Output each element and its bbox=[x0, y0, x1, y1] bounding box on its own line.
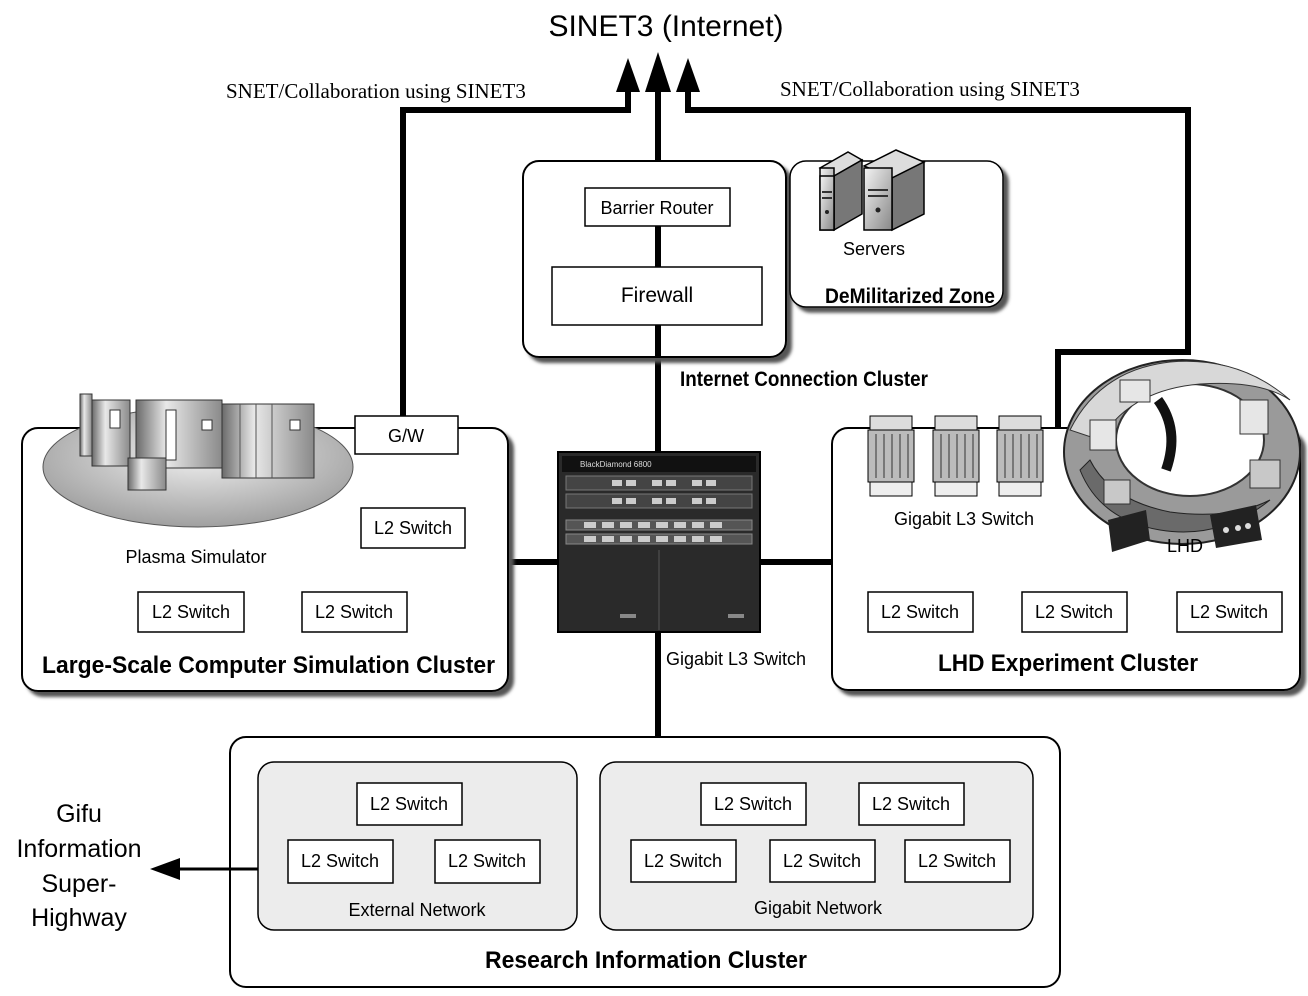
barrier-router-label: Barrier Router bbox=[600, 198, 713, 218]
l2-switch-box bbox=[301, 591, 408, 633]
uplink-left-label: SNET/Collaboration using SINET3 bbox=[226, 79, 526, 103]
servers-label: Servers bbox=[843, 239, 905, 259]
lhd-device-icon bbox=[1063, 359, 1301, 552]
plasma-simulator-label: Plasma Simulator bbox=[125, 547, 266, 567]
l2-switch-label: L2 Switch bbox=[918, 851, 996, 871]
l3-switch-icon bbox=[932, 415, 980, 497]
l2-switch-label: L2 Switch bbox=[1190, 602, 1268, 622]
l2-switch-box bbox=[137, 591, 245, 633]
l2-switch-label: L2 Switch bbox=[644, 851, 722, 871]
core-switch-label: Gigabit L3 Switch bbox=[666, 649, 806, 669]
gifu-line-2: Information bbox=[16, 835, 141, 863]
external-network-box bbox=[257, 761, 578, 931]
l2-switch-label: L2 Switch bbox=[374, 518, 452, 538]
l2-switch-box bbox=[1021, 591, 1128, 633]
firewall-box bbox=[551, 266, 763, 326]
gifu-line-4: Highway bbox=[31, 904, 127, 932]
l2-switch-box bbox=[360, 507, 466, 549]
core-switch-chassis: BlackDiamond 6800 bbox=[557, 451, 761, 633]
l2-switch-box bbox=[867, 591, 974, 633]
l2-switch-label: L2 Switch bbox=[315, 602, 393, 622]
l2-switch-label: L2 Switch bbox=[881, 602, 959, 622]
l2-switch-label: L2 Switch bbox=[301, 851, 379, 871]
lhd-l3-switch-label: Gigabit L3 Switch bbox=[894, 509, 1034, 529]
diagram-title: SINET3 (Internet) bbox=[548, 10, 783, 43]
arrow-up-icon bbox=[645, 52, 671, 92]
l2-switch-box bbox=[769, 839, 876, 883]
l2-switch-box bbox=[287, 839, 394, 884]
servers-icon bbox=[818, 149, 926, 232]
gigabit-network-label: Gigabit Network bbox=[754, 898, 883, 918]
uplink-right-path bbox=[685, 82, 1191, 428]
uplink-right-label: SNET/Collaboration using SINET3 bbox=[780, 77, 1080, 101]
l2-switch-label: L2 Switch bbox=[448, 851, 526, 871]
l2-switch-box bbox=[434, 839, 541, 884]
arrow-left-icon bbox=[150, 858, 180, 880]
l2-switch-box bbox=[356, 782, 463, 826]
uplink-left-path bbox=[400, 82, 631, 420]
gifu-line-1: Gifu bbox=[56, 800, 102, 828]
l3-switch-icon bbox=[867, 415, 915, 497]
l2-switch-box bbox=[858, 782, 965, 826]
core-switch-brand: BlackDiamond 6800 bbox=[580, 460, 652, 469]
gifu-line-3: Super- bbox=[41, 870, 116, 898]
arrow-up-icon bbox=[676, 58, 700, 92]
lhd-label: LHD bbox=[1167, 536, 1203, 556]
internet-connection-cluster-title: Internet Connection Cluster bbox=[680, 368, 928, 391]
l2-switch-label: L2 Switch bbox=[783, 851, 861, 871]
l2-switch-box bbox=[630, 839, 737, 883]
l2-switch-label: L2 Switch bbox=[714, 794, 792, 814]
l2-switch-box bbox=[700, 782, 807, 826]
l3-switch-icon bbox=[996, 415, 1044, 497]
simulation-cluster-title: Large-Scale Computer Simulation Cluster bbox=[42, 652, 495, 679]
dmz-title: DeMilitarized Zone bbox=[825, 285, 995, 308]
gateway-label: G/W bbox=[388, 426, 424, 446]
l2-switch-label: L2 Switch bbox=[1035, 602, 1113, 622]
l2-switch-box bbox=[1176, 591, 1283, 633]
l2-switch-label: L2 Switch bbox=[872, 794, 950, 814]
l2-switch-label: L2 Switch bbox=[370, 794, 448, 814]
research-cluster-title: Research Information Cluster bbox=[485, 947, 807, 974]
external-network-label: External Network bbox=[348, 900, 486, 920]
lhd-cluster-title: LHD Experiment Cluster bbox=[938, 650, 1198, 677]
arrow-up-icon bbox=[616, 58, 640, 92]
plasma-simulator-icon bbox=[42, 393, 354, 528]
firewall-label: Firewall bbox=[621, 284, 693, 307]
l2-switch-label: L2 Switch bbox=[152, 602, 230, 622]
gateway-box bbox=[354, 415, 459, 455]
uplink-arrowheads bbox=[616, 52, 700, 92]
l2-switch-box bbox=[904, 839, 1011, 883]
